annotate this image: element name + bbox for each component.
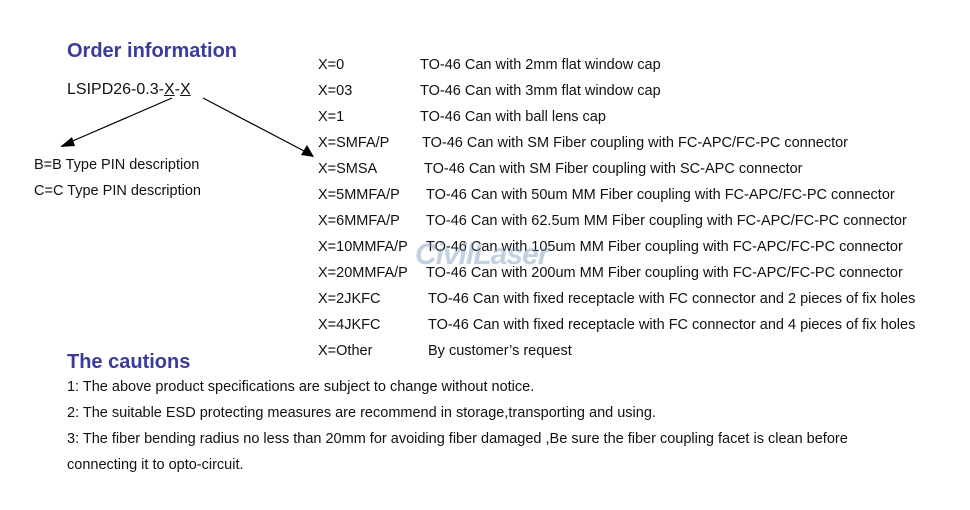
option-description: TO-46 Can with 105um MM Fiber coupling w…: [426, 239, 903, 255]
arrow-to-types: [67, 97, 173, 144]
option-description: TO-46 Can with 3mm flat window cap: [420, 83, 661, 99]
arrow-to-options: [202, 97, 307, 153]
option-code: X=20MMFA/P: [318, 265, 408, 281]
part-separator: -: [174, 81, 180, 98]
cautions-heading: The cautions: [67, 351, 191, 373]
option-description: TO-46 Can with 50um MM Fiber coupling wi…: [426, 187, 895, 203]
option-description: TO-46 Can with SM Fiber coupling with FC…: [422, 135, 849, 151]
option-code: X=03: [318, 83, 353, 99]
caution-line: connecting it to opto-circuit.: [67, 457, 244, 473]
part-type-placeholder: X: [163, 81, 175, 98]
option-code: X=10MMFA/P: [318, 239, 408, 255]
caution-line: 2: The suitable ESD protecting measures …: [67, 405, 656, 421]
option-description: TO-46 Can with fixed receptacle with FC …: [428, 317, 916, 333]
part-option-placeholder: X: [179, 81, 191, 98]
option-description: TO-46 Can with 62.5um MM Fiber coupling …: [426, 213, 907, 229]
caution-line: 3: The fiber bending radius no less than…: [67, 431, 848, 447]
option-code: X=6MMFA/P: [318, 213, 400, 229]
option-code: X=1: [318, 109, 345, 125]
arrow-head-icon: [60, 137, 75, 147]
option-code: X=0: [318, 57, 345, 73]
caution-line: 1: The above product specifications are …: [67, 379, 535, 395]
part-prefix: LSIPD26-0.3-: [67, 81, 164, 98]
arrow-head-icon: [301, 145, 314, 157]
option-description: TO-46 Can with ball lens cap: [420, 109, 606, 125]
option-description: TO-46 Can with SM Fiber coupling with SC…: [424, 161, 803, 177]
option-description: By customer’s request: [428, 343, 572, 359]
order-information-heading: Order information: [67, 40, 238, 62]
option-code: X=5MMFA/P: [318, 187, 400, 203]
option-code: X=SMSA: [318, 161, 378, 177]
part-number: LSIPD26-0.3-X-X: [67, 81, 191, 99]
option-code: X=Other: [318, 343, 373, 359]
option-code: X=4JKFC: [318, 317, 381, 333]
option-code: X=2JKFC: [318, 291, 381, 307]
option-description: TO-46 Can with 2mm flat window cap: [420, 57, 661, 73]
option-description: TO-46 Can with 200um MM Fiber coupling w…: [426, 265, 903, 281]
watermark: CivilLaser: [415, 238, 549, 271]
type-c: C=C Type PIN description: [34, 183, 201, 199]
option-description: TO-46 Can with fixed receptacle with FC …: [428, 291, 916, 307]
type-b: B=B Type PIN description: [34, 157, 200, 173]
option-code: X=SMFA/P: [318, 135, 390, 151]
